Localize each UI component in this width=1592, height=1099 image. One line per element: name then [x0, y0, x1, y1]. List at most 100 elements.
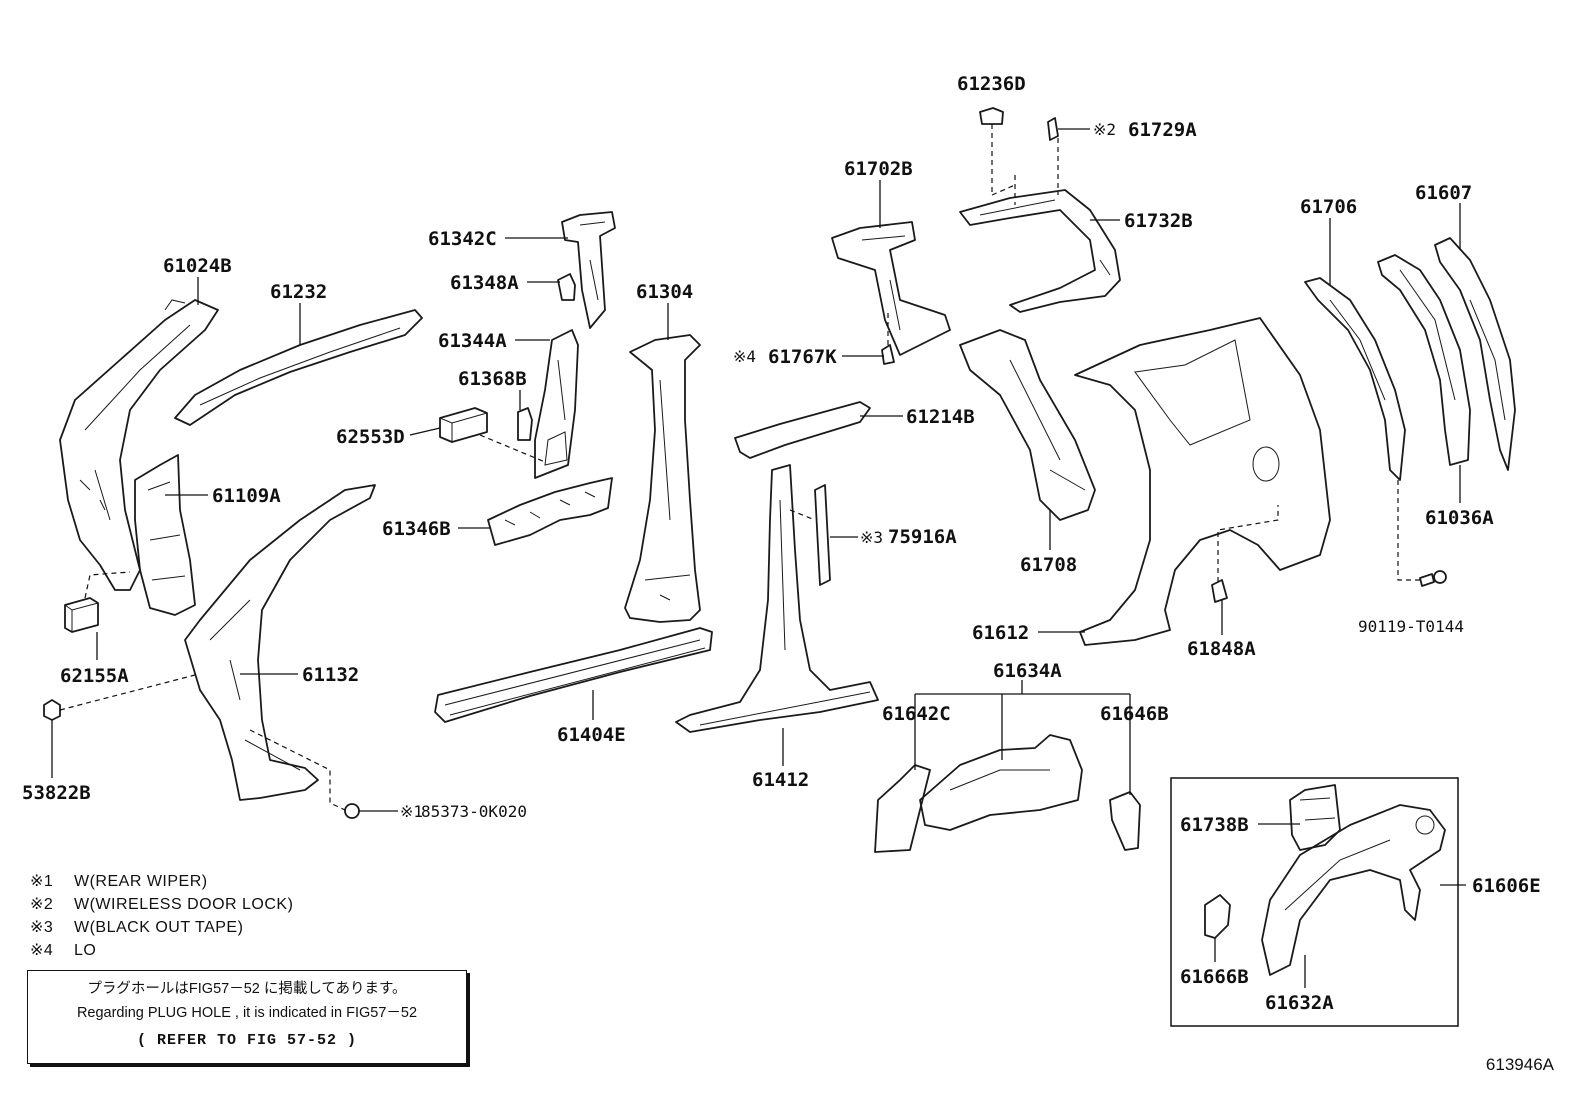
label-61738B: 61738B — [1180, 814, 1249, 836]
footnote-text: W(BLACK OUT TAPE) — [74, 919, 244, 936]
part-61738B-shape — [1289, 784, 1341, 851]
label-61666B: 61666B — [1180, 966, 1249, 988]
footnote-4: ※4 LO — [30, 939, 293, 962]
part-75916A-shape — [814, 484, 831, 586]
dash-61848A — [1217, 505, 1279, 582]
part-61634A-shape — [919, 734, 1083, 831]
footnote-text: W(REAR WIPER) — [74, 873, 208, 890]
leader-62553D — [409, 427, 441, 436]
label-61346B: 61346B — [382, 518, 451, 540]
part-61346B-shape — [487, 477, 613, 546]
label-61708: 61708 — [1020, 554, 1077, 576]
part-62553D-shape — [439, 407, 488, 443]
label-61236D: 61236D — [957, 73, 1026, 95]
label-90119: 90119-T0144 — [1358, 617, 1464, 636]
footnote-text: W(WIRELESS DOOR LOCK) — [74, 896, 294, 913]
part-61708-shape — [959, 329, 1096, 521]
label-61412: 61412 — [752, 769, 809, 791]
reference-line-japanese: プラグホールはFIG57－52 に掲載してあります。 — [87, 981, 407, 997]
footnote-text: LO — [74, 942, 97, 959]
part-61706-shape — [1304, 277, 1406, 481]
part-61368B-shape — [517, 407, 533, 441]
part-61412-shape — [675, 464, 879, 733]
part-61767K-shape — [881, 344, 895, 365]
footnote-mark: ※3 — [30, 919, 54, 936]
part-61342C-shape — [561, 211, 616, 329]
label-61646B: 61646B — [1100, 703, 1169, 725]
part-61612-shape — [1074, 317, 1331, 646]
footnote-list: ※1 W(REAR WIPER) ※2 W(WIRELESS DOOR LOCK… — [30, 870, 293, 962]
label-61036A: 61036A — [1425, 507, 1494, 529]
inset-frame — [1170, 777, 1459, 1027]
label-61607: 61607 — [1415, 182, 1472, 204]
mark-85373: ※1 — [400, 802, 423, 821]
part-61632A-shape — [1261, 804, 1446, 976]
label-61024B: 61024B — [163, 255, 232, 277]
label-61706: 61706 — [1300, 196, 1357, 218]
part-61344A-shape — [534, 329, 579, 479]
label-61109A: 61109A — [212, 485, 281, 507]
part-61666B-shape — [1204, 894, 1231, 939]
mark-61767K: ※4 — [733, 347, 756, 366]
part-61607-shape — [1434, 237, 1516, 471]
label-61132: 61132 — [302, 664, 359, 686]
label-61767K: 61767K — [768, 346, 837, 368]
part-61236D-shape — [979, 107, 1004, 125]
label-61404E: 61404E — [557, 724, 626, 746]
reference-line-english: Regarding PLUG HOLE , it is indicated in… — [76, 1005, 418, 1021]
label-61304: 61304 — [636, 281, 693, 303]
footnote-mark: ※2 — [30, 896, 54, 913]
part-61848A-shape — [1211, 579, 1228, 603]
reference-figure-link: ( REFER TO FIG 57-52 ) — [136, 1032, 358, 1049]
label-61634A: 61634A — [993, 660, 1062, 682]
dash-75916A — [789, 509, 816, 521]
label-61848A: 61848A — [1187, 638, 1256, 660]
footnote-2: ※2 W(WIRELESS DOOR LOCK) — [30, 893, 293, 916]
part-61132-shape — [184, 484, 376, 801]
part-61348A-shape — [557, 273, 576, 301]
part-62155A-shape — [64, 597, 99, 633]
part-61642C-shape — [874, 764, 931, 853]
label-62553D: 62553D — [336, 426, 405, 448]
label-61732B: 61732B — [1124, 210, 1193, 232]
label-61344A: 61344A — [438, 330, 507, 352]
label-61702B: 61702B — [844, 158, 913, 180]
dash-90119 — [1397, 480, 1420, 581]
label-61342C: 61342C — [428, 228, 497, 250]
part-61646B-shape — [1109, 791, 1141, 851]
part-61109A-shape — [134, 454, 196, 616]
label-85373: 85373-0K020 — [421, 802, 527, 821]
label-61348A: 61348A — [450, 272, 519, 294]
part-61404E-shape — [434, 627, 713, 723]
dash-85373 — [249, 729, 346, 811]
part-90119-shape — [1419, 570, 1447, 587]
part-61732B-shape — [959, 189, 1121, 313]
part-61304-shape — [624, 334, 701, 623]
mark-61729A: ※2 — [1093, 120, 1116, 139]
label-61729A: 61729A — [1128, 119, 1197, 141]
reference-box: プラグホールはFIG57－52 に掲載してあります。 Regarding PLU… — [27, 970, 467, 1064]
dash-61236D — [991, 124, 1016, 205]
footnote-mark: ※4 — [30, 942, 54, 959]
label-62155A: 62155A — [60, 665, 129, 687]
label-61214B: 61214B — [906, 406, 975, 428]
label-61368B: 61368B — [458, 368, 527, 390]
part-61702B-shape — [831, 221, 951, 356]
part-85373-shape — [344, 803, 360, 819]
dash-62553D — [479, 434, 546, 463]
part-61232-shape — [174, 309, 423, 426]
footnote-3: ※3 W(BLACK OUT TAPE) — [30, 916, 293, 939]
label-61606E: 61606E — [1472, 875, 1541, 897]
label-61632A: 61632A — [1265, 992, 1334, 1014]
part-61036A-shape — [1377, 254, 1471, 466]
label-53822B: 53822B — [22, 782, 91, 804]
label-61232: 61232 — [270, 281, 327, 303]
footnote-mark: ※1 — [30, 873, 54, 890]
label-75916A: 75916A — [888, 526, 957, 548]
label-61612: 61612 — [972, 622, 1029, 644]
label-61642C: 61642C — [882, 703, 951, 725]
figure-id: 613946A — [1485, 1055, 1554, 1074]
leader-61634A — [914, 680, 1131, 795]
